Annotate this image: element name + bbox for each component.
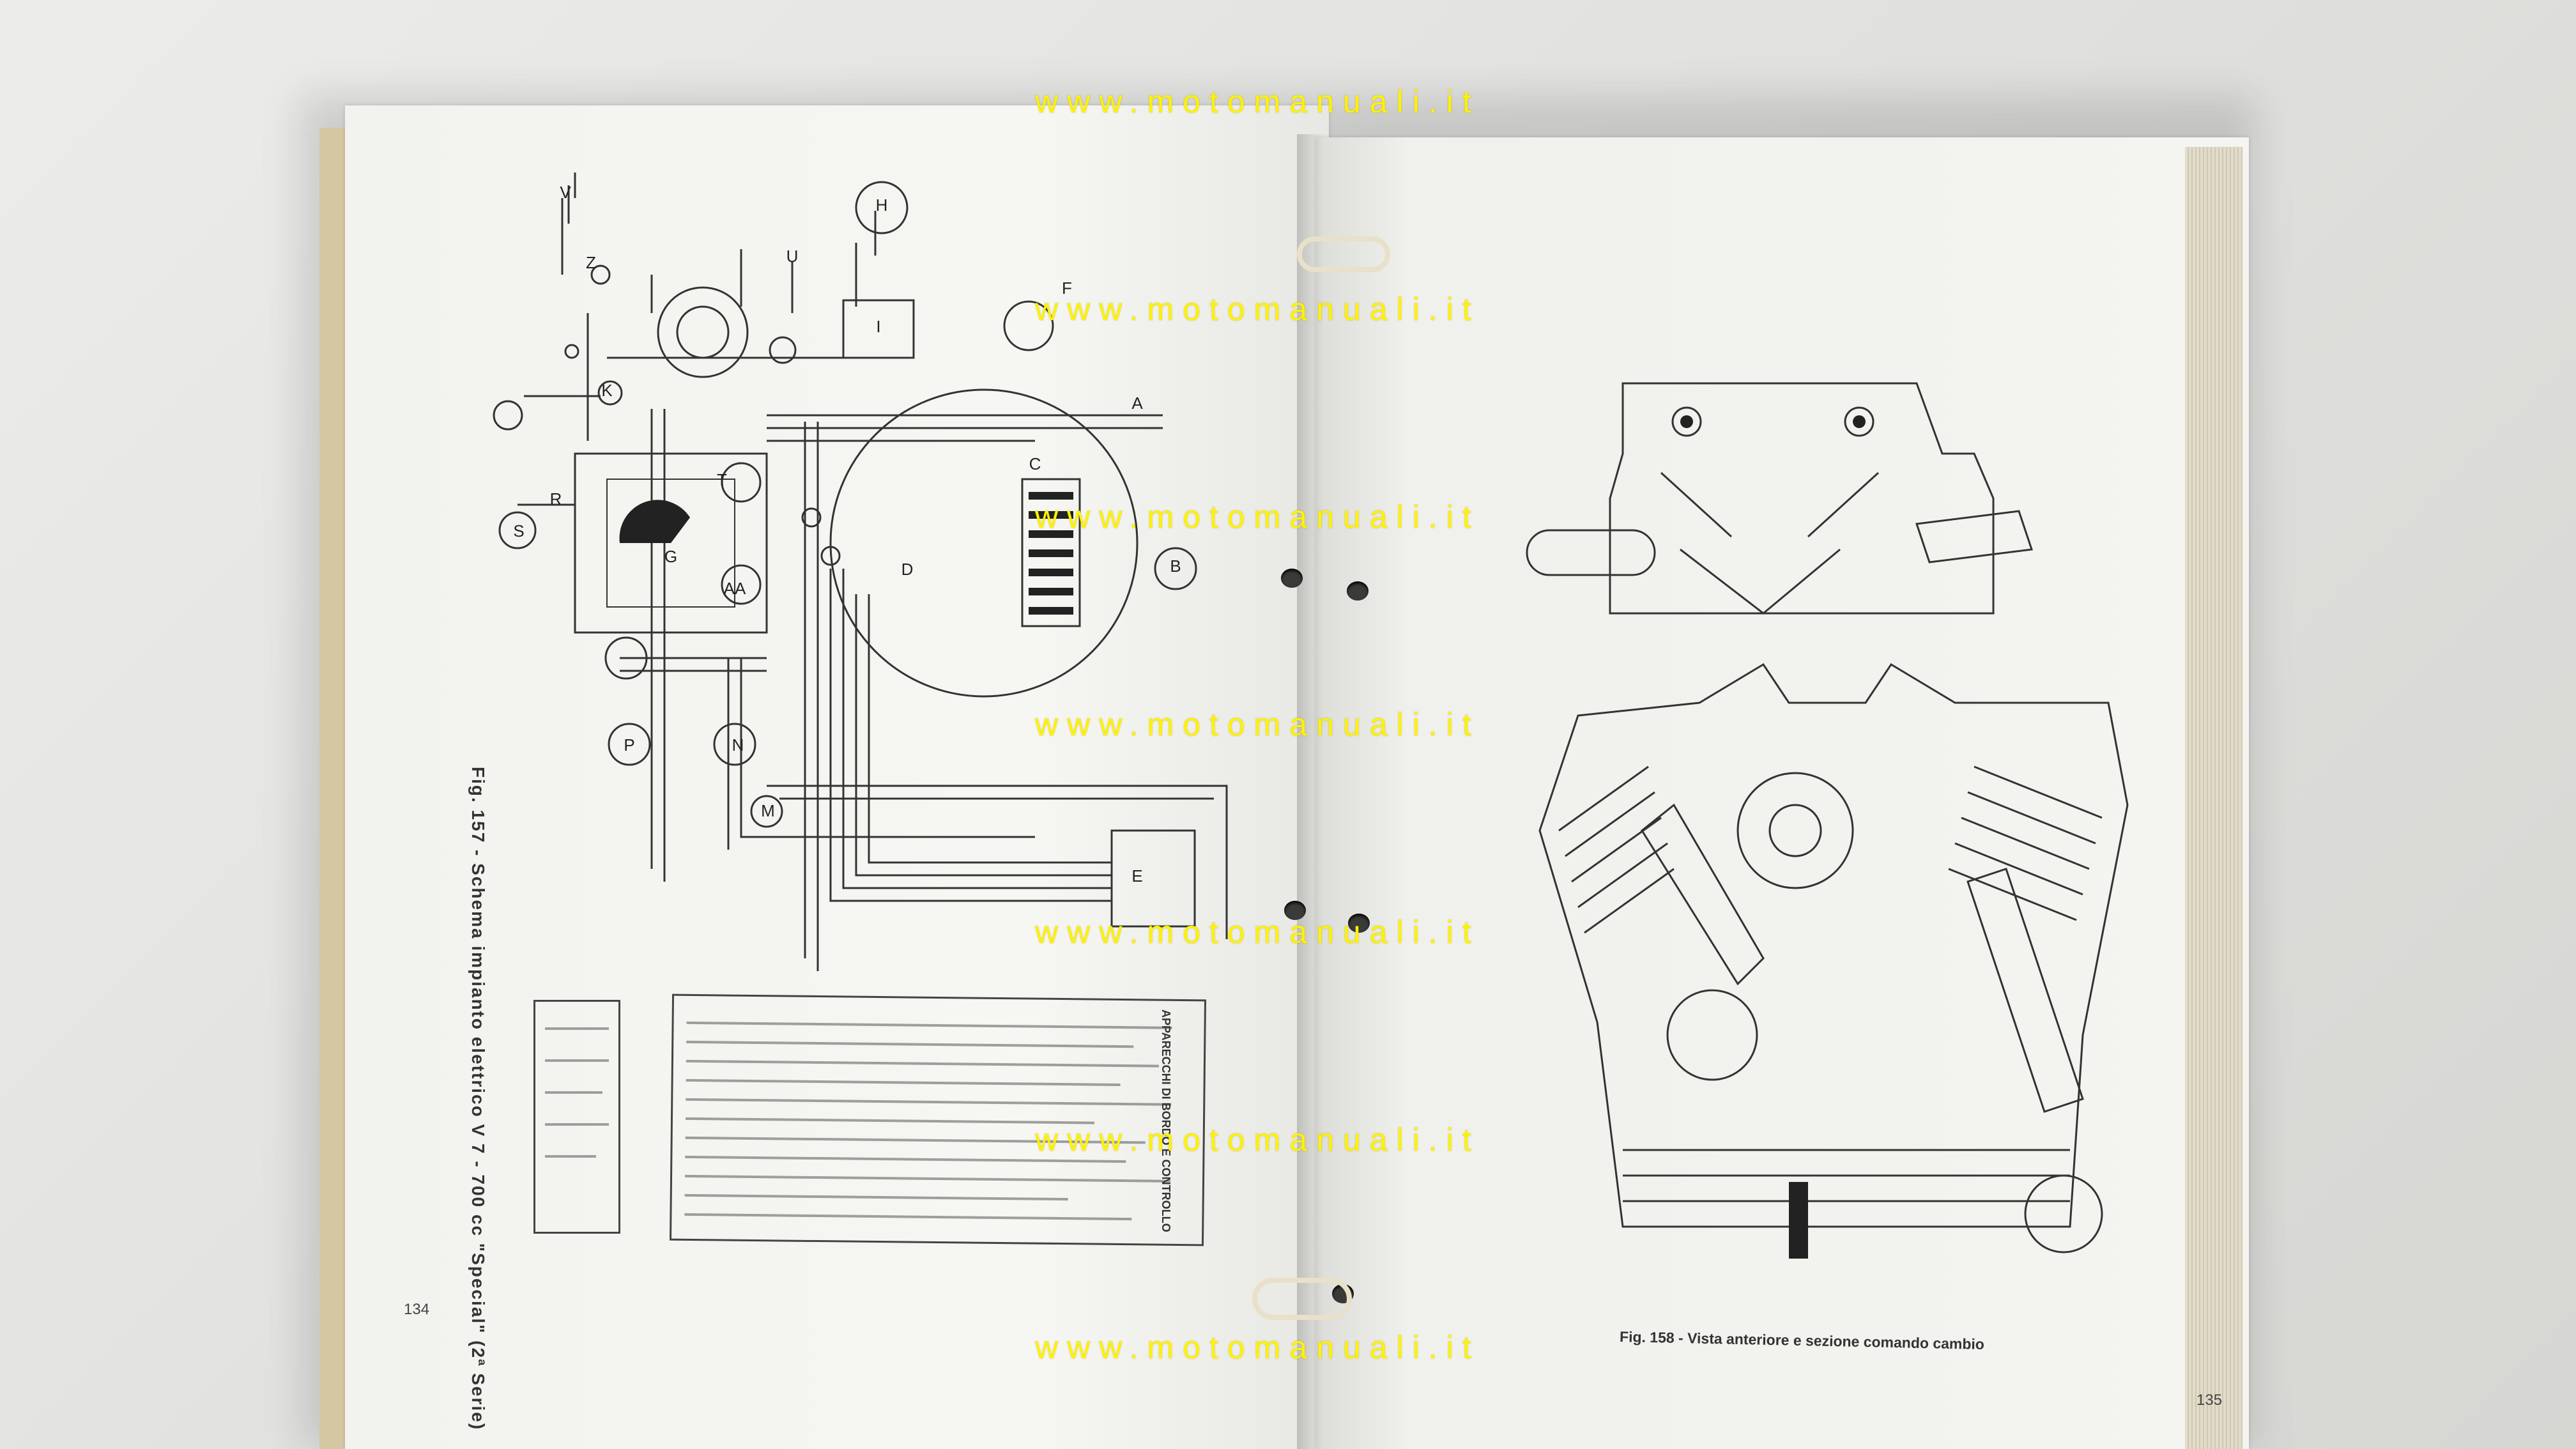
binding-string <box>1297 236 1390 272</box>
left-page-number: 134 <box>404 1301 430 1318</box>
diagram-label-s: S <box>513 521 524 540</box>
watermark: www.motomanuali.it <box>1035 291 1480 327</box>
engine-drawing <box>1526 382 2129 1259</box>
diagram-label-c: C <box>1029 454 1041 473</box>
wiring-diagram: A B C D E F G H I K M N P R S T U V Z AA <box>493 172 1228 971</box>
diagram-label-t: T <box>717 470 727 489</box>
diagram-label-r: R <box>550 489 562 509</box>
diagram-label-b: B <box>1170 556 1181 576</box>
legend-table <box>670 993 1206 1246</box>
right-page-number: 135 <box>2196 1392 2223 1409</box>
watermark: www.motomanuali.it <box>1035 1330 1480 1365</box>
binding-hole <box>1348 914 1370 933</box>
wire-section-table <box>533 1000 620 1234</box>
diagram-label-e: E <box>1131 866 1142 885</box>
diagram-label-u: U <box>786 247 799 266</box>
diagram-label-z: Z <box>586 253 596 272</box>
page-stack-edge <box>2185 147 2242 1449</box>
binding-hole <box>1284 901 1306 920</box>
watermark: www.motomanuali.it <box>1035 1122 1480 1158</box>
diagram-label-m: M <box>761 801 775 820</box>
diagram-label-p: P <box>624 735 634 755</box>
left-page <box>345 105 1329 1449</box>
watermark: www.motomanuali.it <box>1035 914 1480 950</box>
left-figure-caption: Fig. 157 - Schema impianto elettrico V 7… <box>466 767 492 1430</box>
left-figure-caption-text: Fig. 157 - Schema impianto elettrico V 7… <box>468 767 488 1431</box>
right-page <box>1316 137 2249 1449</box>
diagram-label-f: F <box>1062 279 1072 298</box>
diagram-label-h: H <box>876 195 888 215</box>
binding-string <box>1252 1278 1352 1320</box>
binding-hole <box>1281 569 1303 588</box>
diagram-label-d: D <box>901 560 914 579</box>
binding-hole <box>1347 581 1368 601</box>
watermark: www.motomanuali.it <box>1035 84 1480 119</box>
watermark: www.motomanuali.it <box>1035 707 1480 742</box>
diagram-label-k: K <box>601 381 613 400</box>
diagram-label-i: I <box>876 317 880 336</box>
diagram-label-v: V <box>560 183 571 202</box>
diagram-label-a: A <box>1131 394 1143 413</box>
diagram-label-n: N <box>732 735 744 755</box>
watermark: www.motomanuali.it <box>1035 499 1480 535</box>
diagram-label-aa: AA <box>724 579 746 598</box>
book-gutter <box>1297 134 1335 1449</box>
diagram-label-g: G <box>664 547 677 566</box>
